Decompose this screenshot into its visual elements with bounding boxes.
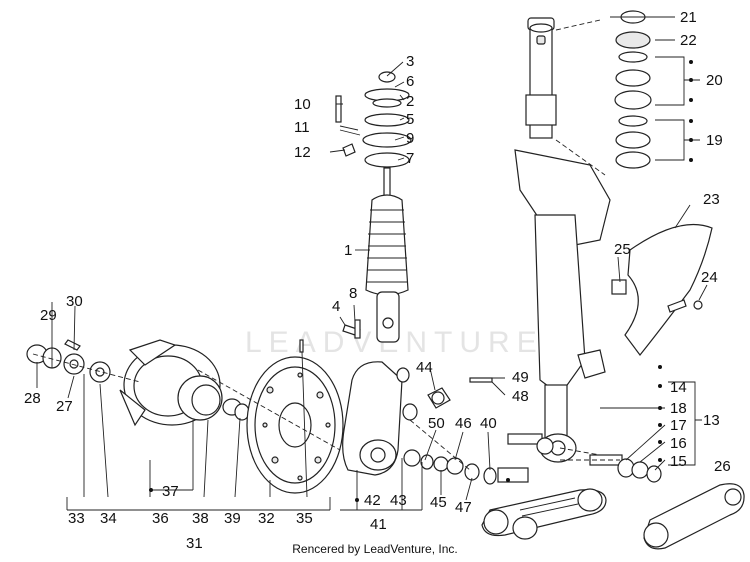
callout-33: 33 [68, 510, 85, 527]
callout-44: 44 [416, 359, 433, 376]
callout-26: 26 [714, 458, 731, 475]
callout-36: 36 [152, 510, 169, 527]
callout-24: 24 [701, 269, 718, 286]
callout-labels: 3 6 2 5 9 7 10 11 12 1 4 8 21 22 20 19 2… [24, 9, 731, 552]
credit-line: Rencered by LeadVenture, Inc. [292, 542, 458, 556]
callout-17: 17 [670, 417, 687, 434]
callout-42: 42 [364, 492, 381, 509]
callout-49: 49 [512, 369, 529, 386]
callout-21: 21 [680, 9, 697, 26]
callout-41: 41 [370, 516, 387, 533]
steering-fork [514, 17, 611, 463]
callout-12: 12 [294, 144, 311, 161]
callout-1: 1 [344, 242, 352, 259]
swing-link-cover [643, 483, 745, 550]
callout-4: 4 [332, 298, 340, 315]
callout-37: 37 [162, 483, 179, 500]
callout-29: 29 [40, 307, 57, 324]
callout-8: 8 [349, 285, 357, 302]
callout-34: 34 [100, 510, 117, 527]
callout-23: 23 [703, 191, 720, 208]
callout-22: 22 [680, 32, 697, 49]
fork-caliper [342, 319, 418, 476]
callout-32: 32 [258, 510, 275, 527]
callout-40: 40 [480, 415, 497, 432]
callout-28: 28 [24, 390, 41, 407]
callout-35: 35 [296, 510, 313, 527]
callout-50: 50 [428, 415, 445, 432]
callout-2: 2 [406, 93, 414, 110]
swing-link [481, 488, 607, 540]
mudguard [611, 223, 713, 356]
callout-3: 3 [406, 53, 414, 70]
bearing-stack [555, 10, 652, 176]
callout-43: 43 [390, 492, 407, 509]
pivot-pin-set [507, 433, 662, 483]
brake-disc [246, 339, 344, 494]
callout-38: 38 [192, 510, 209, 527]
hub-small-parts [26, 339, 250, 421]
callout-14: 14 [670, 379, 687, 396]
callout-31: 31 [186, 535, 203, 552]
callout-30: 30 [66, 293, 83, 310]
callout-18: 18 [670, 400, 687, 417]
callout-11: 11 [294, 119, 310, 136]
callout-47: 47 [455, 499, 472, 516]
callout-5: 5 [406, 111, 414, 128]
callout-19: 19 [706, 132, 723, 149]
callout-25: 25 [614, 241, 631, 258]
callout-15: 15 [670, 453, 687, 470]
leader-dots [149, 60, 693, 502]
wheel-hub [119, 339, 223, 427]
callout-7: 7 [406, 150, 414, 167]
callout-9: 9 [406, 130, 414, 147]
callout-48: 48 [512, 388, 529, 405]
axle-small-parts [403, 377, 529, 485]
callout-20: 20 [706, 72, 723, 89]
callout-16: 16 [670, 435, 687, 452]
shock-absorber [362, 71, 412, 343]
upper-mount-hardware [335, 95, 361, 157]
callout-13: 13 [703, 412, 720, 429]
callout-27: 27 [56, 398, 73, 415]
callout-39: 39 [224, 510, 241, 527]
callout-46: 46 [455, 415, 472, 432]
callout-45: 45 [430, 494, 447, 511]
callout-6: 6 [406, 73, 414, 90]
callout-10: 10 [294, 96, 311, 113]
